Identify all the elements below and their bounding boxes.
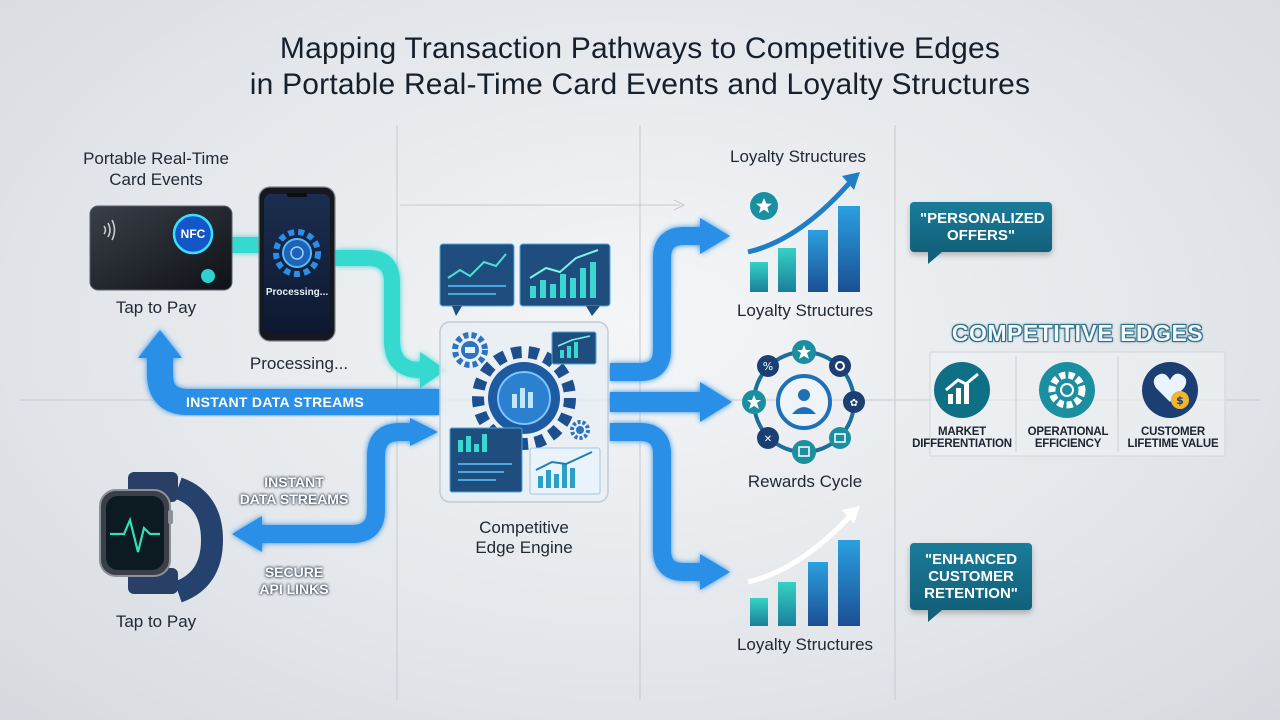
gift2-node-icon: [792, 440, 816, 464]
rewards-cycle-label: Rewards Cycle: [747, 472, 863, 491]
leaf-node-icon: ✿: [843, 391, 865, 413]
engine-gear-icon: [472, 346, 576, 450]
gear-icon: [273, 229, 321, 277]
heart-dollar-icon: $: [1142, 362, 1198, 418]
loyalty-chart-bottom: [747, 506, 860, 626]
small-gear-icon: [452, 332, 488, 368]
engine-label: Competitive Edge Engine: [450, 518, 598, 558]
quote2-line-2: CUSTOMER: [928, 568, 1014, 585]
personalized-offers-bubble: "PERSONALIZED OFFERS": [910, 202, 1052, 264]
svg-text:✿: ✿: [850, 398, 858, 409]
edge-2-line-1: OPERATIONAL: [1027, 426, 1109, 438]
trend-up-chart-icon: [934, 362, 990, 418]
lower-stream-line-2: DATA STREAMS: [239, 491, 349, 507]
percent-node-icon: %: [757, 355, 779, 377]
nfc-badge: NFC: [180, 227, 206, 241]
edge-customer-lifetime-value: CUSTOMER LIFETIME VALUE: [1120, 426, 1226, 450]
instant-data-streams-main-label: INSTANT DATA STREAMS: [186, 394, 365, 410]
edge-market-differentiation: MARKET DIFFERENTIATION: [906, 426, 1018, 450]
edge-1-line-2: DIFFERENTIATION: [912, 438, 1012, 450]
instant-data-streams-lower-label: INSTANT DATA STREAMS: [226, 474, 362, 508]
instant-data-stream-lower: [232, 418, 438, 552]
card-events-line-2: Card Events: [109, 170, 203, 189]
engine-output-flows: [610, 218, 732, 590]
users-icon: [792, 389, 816, 414]
loyalty-chart-top: [747, 172, 860, 292]
gift-node-icon: [829, 427, 851, 449]
edge-1-line-1: MARKET: [938, 426, 986, 438]
title-line-1: Mapping Transaction Pathways to Competit…: [279, 32, 1001, 65]
smartphone: [258, 186, 336, 342]
star-badge-icon: [750, 192, 778, 220]
engine-panel-chart-c: [529, 447, 601, 495]
gear-node-icon: [829, 355, 851, 377]
tiny-gear-icon: [570, 420, 590, 440]
svg-text:✕: ✕: [764, 434, 772, 445]
mini-chart-top-left: [439, 243, 515, 316]
contactless-icon: [103, 219, 116, 241]
gear-icon: [1039, 362, 1095, 418]
svg-text:$: $: [1176, 394, 1184, 407]
competitive-edges-panel: $: [905, 351, 1255, 457]
card-events-label: Portable Real-Time Card Events: [58, 148, 254, 190]
processing-label: Processing...: [249, 354, 349, 373]
edge-3-line-1: CUSTOMER: [1141, 426, 1205, 438]
phone-screen-text: Processing...: [265, 287, 329, 298]
quote1-line-1: "PERSONALIZED: [920, 210, 1045, 227]
card-events-line-1: Portable Real-Time: [83, 149, 229, 168]
mini-chart-top-right: [519, 243, 611, 316]
edge-operational-efficiency: OPERATIONAL EFFICIENCY: [1018, 426, 1118, 450]
secure-line-1: SECURE: [264, 564, 324, 580]
competitive-edges-title: COMPETITIVE EDGES: [951, 320, 1204, 346]
svg-text:%: %: [763, 360, 773, 373]
lower-stream-line-1: INSTANT: [264, 474, 324, 490]
tap-to-pay-watch-label: Tap to Pay: [115, 612, 197, 631]
tap-to-pay-card-label: Tap to Pay: [115, 298, 197, 317]
title-line-2: in Portable Real-Time Card Events and Lo…: [249, 68, 1031, 101]
quote2-line-1: "ENHANCED: [924, 551, 1018, 568]
quote2-line-3: RETENTION": [924, 585, 1018, 602]
competitive-edge-engine: [439, 321, 609, 503]
secure-api-links-label: SECURE API LINKS: [236, 564, 352, 598]
cyan-flow-path: [224, 237, 446, 388]
heartbeat-line: [110, 516, 160, 553]
engine-panel-chart-b: [449, 427, 523, 493]
engine-panel-chart-a: [551, 331, 597, 365]
page-title: Mapping Transaction Pathways to Competit…: [0, 32, 1280, 102]
quote1-line-2: OFFERS": [947, 227, 1015, 244]
star2-node-icon: [742, 390, 766, 414]
payment-card: [89, 205, 233, 291]
enhanced-retention-bubble: "ENHANCED CUSTOMER RETENTION": [910, 543, 1032, 622]
smartwatch: [99, 472, 224, 603]
secure-line-2: API LINKS: [259, 581, 329, 597]
star-node-icon: [792, 340, 816, 364]
engine-label-line-2: Edge Engine: [475, 538, 573, 557]
loyalty-structures-bottom-label: Loyalty Structures: [736, 635, 874, 654]
instant-data-stream-main: [138, 330, 440, 415]
rewards-cycle: % ✿ ✕: [742, 340, 865, 464]
edge-2-line-2: EFFICIENCY: [1034, 438, 1102, 450]
engine-label-line-1: Competitive: [479, 518, 569, 537]
loyalty-structures-top-label: Loyalty Structures: [736, 301, 874, 320]
tag-node-icon: ✕: [757, 427, 779, 449]
edge-3-line-2: LIFETIME VALUE: [1127, 438, 1219, 450]
loyalty-structures-header: Loyalty Structures: [730, 147, 867, 166]
